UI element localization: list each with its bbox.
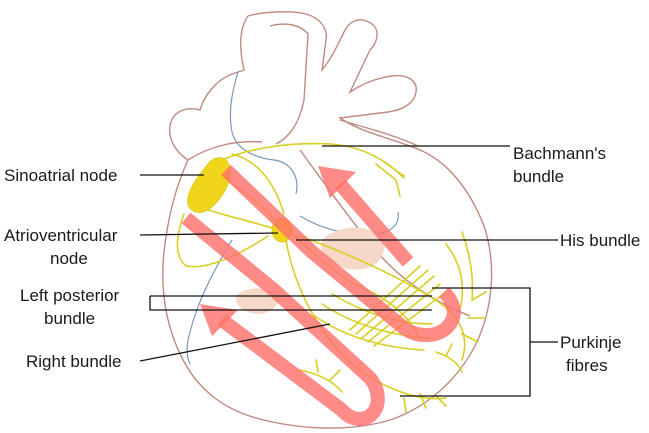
leader-left-posterior (149, 295, 432, 311)
label-bachmanns-line1: Bachmann's (513, 144, 606, 163)
label-purkinje-line2: fibres (566, 356, 608, 375)
label-his-bundle: His bundle (560, 231, 640, 250)
sinoatrial-node-shape (187, 157, 231, 213)
left-bundle-path (299, 235, 466, 361)
bundle-fan-2 (355, 269, 429, 335)
arrow-septal-return (334, 179, 414, 267)
leader-lines (139, 145, 558, 397)
label-purkinje-line1: Purkinje (560, 333, 621, 352)
bundle-fan-4 (367, 283, 441, 343)
mitral-tissue (235, 288, 279, 314)
purkinje-branch-top-1 (375, 161, 405, 197)
label-atrioventricular-line2: node (50, 249, 88, 268)
activation-arrows (181, 164, 461, 426)
internodal-tract-middle (231, 153, 285, 215)
valve-tissue (235, 227, 385, 314)
label-left-posterior-line2: bundle (44, 309, 95, 328)
left-atrium-contour (339, 119, 419, 147)
labels: Sinoatrial node Atrioventricular node Le… (4, 144, 640, 375)
leader-right-bundle (139, 323, 331, 362)
inferior-vena-cava-line (186, 239, 233, 365)
arrow-atrial-sweep-lower (181, 212, 385, 426)
pericardium-contour (187, 140, 263, 161)
purkinje-branch-lower-1 (435, 343, 463, 373)
purkinje-branch-right-2 (445, 243, 464, 311)
leader-purkinje (400, 287, 558, 397)
purkinje-branch-right-3 (461, 291, 487, 343)
arrowhead-septal (318, 166, 356, 198)
label-right-bundle: Right bundle (26, 352, 121, 371)
aorta-inner-contour (269, 23, 309, 145)
label-atrioventricular-line1: Atrioventricular (4, 226, 118, 245)
left-posterior-fascicle-3 (311, 313, 425, 351)
label-sinoatrial-node: Sinoatrial node (4, 166, 117, 185)
bundle-fan-1 (349, 265, 421, 331)
bundle-fan-5 (373, 291, 447, 347)
arrow-atrial-sweep-upper (221, 164, 461, 342)
tricuspid-tissue (321, 227, 385, 270)
bundle-fan-3 (361, 275, 435, 339)
arrow-heads (200, 166, 356, 336)
arrowhead-ventricular (200, 304, 238, 336)
heart-outline (162, 11, 493, 429)
heart-outer-contour (162, 11, 493, 429)
label-bachmanns-line2: bundle (513, 167, 564, 186)
leader-atrioventricular (139, 232, 279, 236)
label-left-posterior-line1: Left posterior (20, 286, 120, 305)
purkinje-branch-right-1 (461, 231, 474, 301)
purkinje-branch-apex-1 (299, 359, 343, 393)
